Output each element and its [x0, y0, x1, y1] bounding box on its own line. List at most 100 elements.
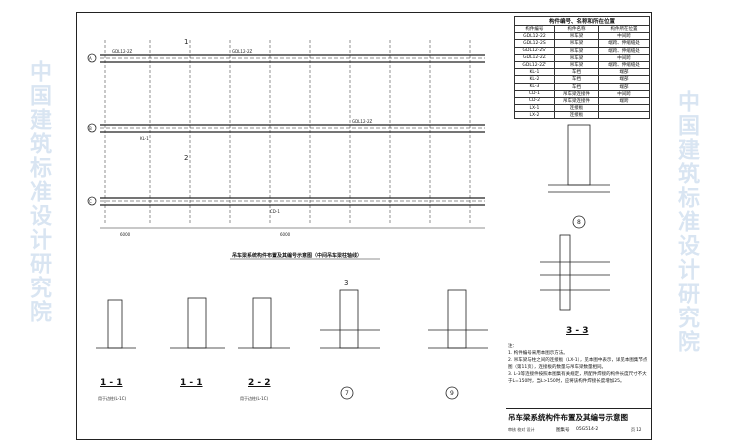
table-cell: 吊车梁连接件 [553, 89, 600, 98]
table-header: 构件名称 [553, 24, 600, 34]
axis-label: C [89, 199, 92, 204]
table-header: 构件编号 [514, 24, 555, 34]
title-block: 吊车梁系统构件布置及其编号示意图 审核 校对 设计 图集号 05G514-2 页… [506, 408, 652, 440]
detail-7 [320, 289, 380, 400]
table-cell: 中间跨 [598, 53, 650, 62]
cut-mark: 1 [184, 38, 188, 46]
detail-number: 9 [450, 390, 454, 397]
beam-label: CD-1 [270, 209, 280, 214]
crane-beams [100, 54, 485, 206]
notes: 注： 1. 构件编号采用本图示方法。 2. 吊车梁与柱之间的连接板（LX-1），… [508, 343, 648, 385]
axis-label: B [89, 126, 92, 131]
table-cell: 车挡 [553, 82, 600, 91]
beam-label: GDL12-2Z [112, 49, 132, 54]
beam-label: GDL12-2Z [232, 49, 252, 54]
table-cell: GDL12-2Z' [514, 60, 555, 70]
table-row: GDL12-2Z'吊车梁端跨、伸缩缝处 [514, 60, 650, 70]
dimension: 6000 [120, 232, 131, 237]
table-cell: 端部 [598, 75, 650, 84]
table-cell: 端跨、伸缩缝处 [598, 46, 650, 55]
table-cell: KL-2 [514, 75, 555, 84]
section-1-1 [96, 299, 136, 349]
plan-caption: 吊车梁系统构件布置及其编号示意图（中间吊车梁柱轴线） [232, 253, 363, 259]
table-cell: GDL12-2S' [514, 46, 555, 55]
table-cell: 端跨、伸缩缝处 [598, 60, 650, 70]
signature-row: 审核 校对 设计 [508, 427, 535, 432]
table-cell: 连接板 [553, 111, 600, 120]
section-2-2 [238, 297, 290, 349]
beam-label: GDL12-2Z [352, 119, 372, 124]
section-1-1b [170, 297, 225, 349]
table-cell: 连接板 [553, 104, 600, 113]
detail-number: 7 [345, 390, 349, 397]
table-cell [598, 104, 650, 113]
section-note: 用于边柱(L-1C) [98, 395, 126, 401]
table-cell: 吊车梁 [553, 46, 600, 55]
table-cell: LX-2 [514, 111, 555, 120]
beam-label: KL-1 [140, 136, 149, 141]
table-cell: 吊车梁 [553, 60, 600, 70]
table-cell: GDL12-2Z [514, 53, 555, 62]
table-cell [598, 111, 650, 120]
dimension: 6000 [280, 232, 291, 237]
table-cell: 中间跨 [598, 89, 650, 98]
cut-mark: 3 [344, 279, 348, 287]
table-row: GDL12-2S'吊车梁端跨、伸缩缝处 [514, 46, 650, 55]
table-cell: 端部 [598, 68, 650, 77]
watermark: 中国建筑标准设计研究院 [26, 60, 51, 324]
drawing-title: 吊车梁系统构件布置及其编号示意图 [508, 413, 628, 422]
table-cell: 端跨 [598, 96, 650, 106]
table-cell: 车挡 [553, 68, 600, 77]
page-value: 12 [636, 427, 642, 432]
table-cell: 吊车梁连接件 [553, 96, 600, 106]
notes-head: 注： [508, 344, 517, 349]
table-cell: 车挡 [553, 75, 600, 84]
table-cell: 中间跨 [598, 32, 650, 41]
drawing-frame [76, 12, 652, 440]
table-cell: 吊车梁 [553, 53, 600, 62]
page-number: 页 12 [631, 427, 641, 433]
atlas-label: 图集号 [556, 428, 570, 433]
page-label: 页 [631, 427, 635, 432]
section-title: 1 - 1 [180, 378, 203, 388]
note-item: 2. 吊车梁与柱之间的连接板（LX-1），见本图中表示，详见本图集节点图（第11… [508, 358, 648, 370]
table-cell: KL-1 [514, 68, 555, 77]
table-cell: 端跨、伸缩缝处 [598, 39, 650, 48]
axis-label: A [89, 56, 92, 61]
section-3-3 [540, 234, 610, 311]
table-cell: GDL12-22 [514, 32, 555, 41]
table-header: 构件所在位置 [598, 24, 650, 34]
note-item: 1. 构件编号采用本图示方法。 [508, 351, 568, 356]
table-cell: 端部 [598, 82, 650, 91]
table-cell: KL-3 [514, 82, 555, 91]
table-cell: CD-1 [514, 89, 555, 98]
section-title: 1 - 1 [100, 378, 123, 388]
detail-8 [548, 124, 610, 229]
section-title: 2 - 2 [248, 378, 271, 388]
table-cell: CD-2 [514, 96, 555, 106]
table-title: 构件编号、名称和所在位置 [514, 16, 650, 26]
section-title: 3 - 3 [566, 326, 589, 336]
detail-9 [428, 289, 488, 400]
table-cell: 吊车梁 [553, 32, 600, 41]
atlas-number: 05G514-2 [576, 427, 599, 432]
note-item: 3. L-3等连接件按照本图集有关规定，所配件焊接的构件长度尺寸不大于L=150… [508, 372, 647, 384]
watermark: 中国建筑标准设计研究院 [674, 90, 699, 354]
table-cell: 吊车梁 [553, 39, 600, 48]
detail-number: 8 [577, 219, 581, 226]
table-cell: LX-1 [514, 104, 555, 113]
section-note: 用于边柱(L-1C) [240, 395, 268, 401]
table-cell: GDL12-2S [514, 39, 555, 48]
